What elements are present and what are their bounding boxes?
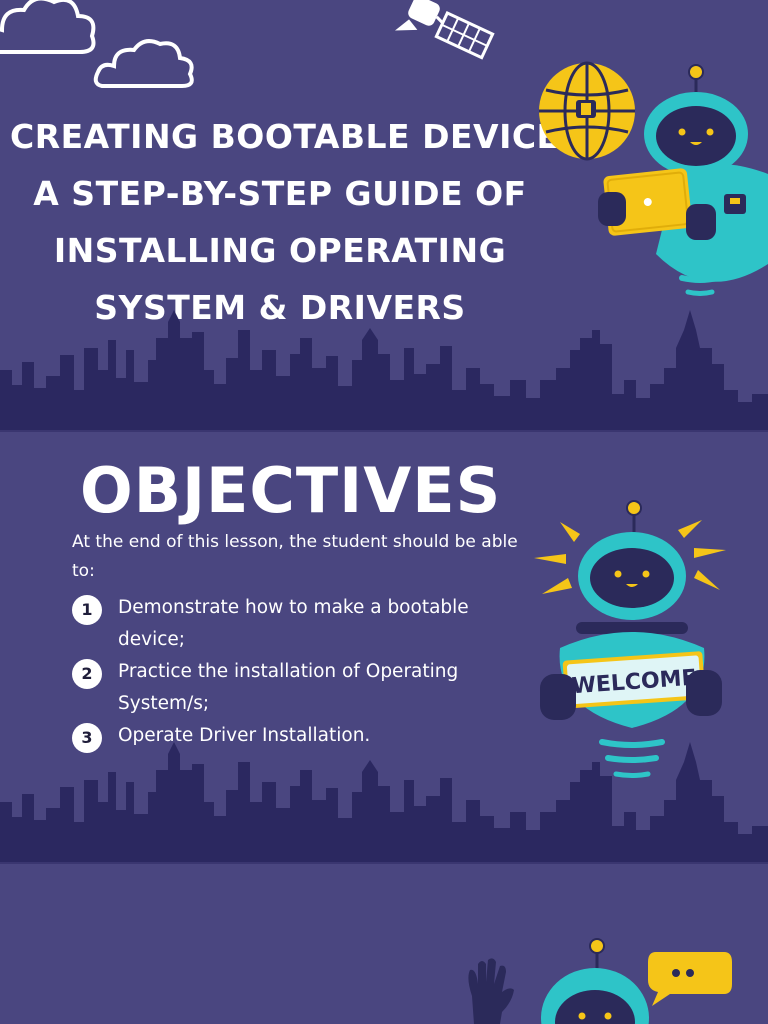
objective-text: Practice the installation of Operating S… (118, 661, 459, 714)
globe-icon (539, 61, 635, 161)
next-slide-preview (0, 864, 768, 1024)
title-line: CREATING BOOTABLE DEVICE: (10, 117, 574, 156)
title-slide: CREATING BOOTABLE DEVICE: A STEP-BY-STEP… (0, 0, 768, 430)
objective-text: Operate Driver Installation. (118, 725, 371, 746)
title-line: INSTALLING OPERATING (53, 231, 507, 270)
city-skyline (0, 742, 768, 862)
slide-divider (0, 430, 768, 432)
list-item: 2 Practice the installation of Operating… (72, 656, 532, 720)
objectives-slide: OBJECTIVES At the end of this lesson, th… (0, 432, 768, 862)
robot-icon (598, 64, 768, 296)
cloud-icon (93, 39, 194, 88)
chat-bubble-icon (648, 952, 732, 1006)
objective-text: Demonstrate how to make a bootable devic… (118, 597, 469, 650)
objectives-list: 1 Demonstrate how to make a bootable dev… (72, 592, 532, 753)
robot-icon (541, 938, 649, 1024)
cloud-icon (0, 0, 96, 54)
section-heading: OBJECTIVES (80, 454, 502, 527)
city-skyline (0, 310, 768, 430)
title-line: A STEP-BY-STEP GUIDE OF (33, 174, 527, 213)
list-item: 1 Demonstrate how to make a bootable dev… (72, 592, 532, 656)
robot-icon: WELCOME (534, 500, 726, 778)
number-badge: 3 (72, 723, 102, 753)
satellite-icon (395, 0, 495, 60)
list-item: 3 Operate Driver Installation. (72, 720, 532, 753)
title-line: SYSTEM & DRIVERS (94, 288, 466, 327)
number-badge: 1 (72, 595, 102, 625)
hand-icon (468, 958, 514, 1024)
number-badge: 2 (72, 659, 102, 689)
slide-divider (0, 862, 768, 864)
page-title: CREATING BOOTABLE DEVICE: A STEP-BY-STEP… (10, 108, 574, 336)
intro-text: At the end of this lesson, the student s… (72, 532, 518, 581)
